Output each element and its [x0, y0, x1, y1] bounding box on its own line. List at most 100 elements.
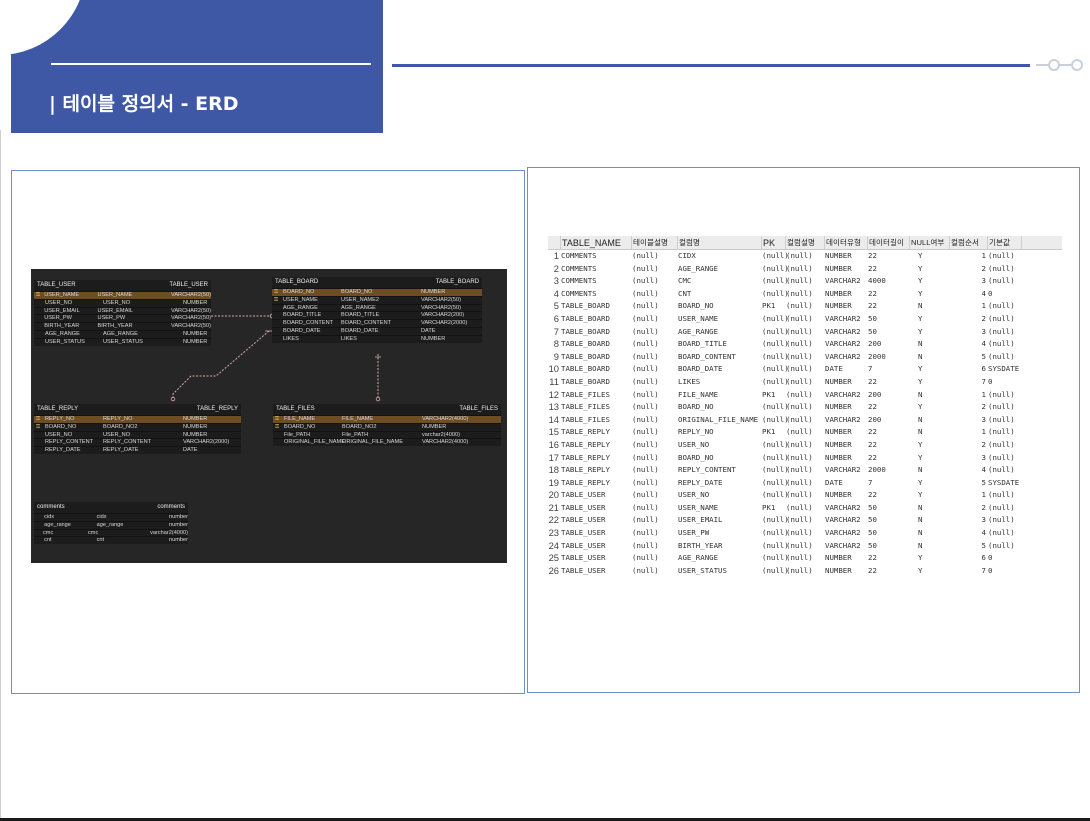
cell-column-order: 4: [981, 465, 986, 475]
key-icon: [34, 323, 44, 330]
col-header-nullable[interactable]: NULL여부: [910, 236, 950, 249]
cell-data-type: VARCHAR2: [825, 540, 861, 550]
attribute-data-type: NUMBER: [422, 423, 447, 430]
column-definition-grid: TABLE_NAME 테이블설명 컬럼명 PK 컬럼설명 데이터유형 데이터길이…: [548, 236, 1062, 577]
col-header-data-type[interactable]: 데이터유형: [825, 236, 868, 249]
cell-table-name: TABLE_BOARD: [561, 351, 610, 361]
col-header-data-length[interactable]: 데이터길이: [868, 236, 910, 249]
cell-pk: (null): [762, 339, 789, 349]
header-line: [392, 64, 1030, 67]
cell-pk: (null): [762, 351, 789, 361]
cell-table-name: TABLE_BOARD: [561, 301, 610, 311]
cell-default: (null): [988, 251, 1015, 260]
cell-column-order: 3: [981, 452, 986, 462]
attribute-domain: [400, 439, 422, 446]
row-number: 6: [553, 312, 559, 324]
attribute-data-type: DATE: [183, 447, 198, 454]
col-header-table-name[interactable]: TABLE_NAME: [561, 236, 632, 249]
cell-table-desc: (null): [632, 540, 659, 550]
cell-pk: PK1: [762, 427, 776, 437]
cell-data-length: 200: [868, 389, 882, 399]
attribute-data-type: number: [169, 521, 188, 528]
cell-column-name: AGE_RANGE: [678, 326, 719, 336]
cell-nullable: N: [918, 339, 923, 349]
attribute-domain: [149, 522, 169, 529]
cell-data-length: 50: [868, 313, 877, 323]
col-header-column-desc[interactable]: 컬럼설명: [786, 236, 825, 249]
key-icon: [273, 439, 284, 446]
attribute-data-type: VARCHAR2(2000): [421, 320, 468, 327]
cell-data-type: VARCHAR2: [825, 465, 861, 475]
cell-nullable: N: [918, 351, 923, 361]
col-header-pk[interactable]: PK: [762, 236, 786, 249]
cell-data-length: 7: [868, 477, 873, 487]
cell-nullable: Y: [918, 477, 923, 487]
col-header-table-desc[interactable]: 테이블설명: [632, 236, 678, 249]
attribute-physical-name: REPLY_DATE: [103, 447, 139, 454]
col-header-default[interactable]: 기본값: [988, 236, 1022, 249]
col-header-column-order[interactable]: 컬럼순서: [950, 236, 988, 249]
cell-table-name: TABLE_REPLY: [561, 427, 610, 437]
attribute-logical-name: BIRTH_YEAR: [44, 323, 80, 330]
col-header-column-name[interactable]: 컬럼명: [678, 236, 762, 249]
attribute-logical-name: USER_NAME: [44, 292, 80, 298]
cell-column-order: 1: [981, 490, 986, 500]
cell-nullable: Y: [918, 263, 923, 273]
key-icon: ⚿: [274, 296, 279, 303]
